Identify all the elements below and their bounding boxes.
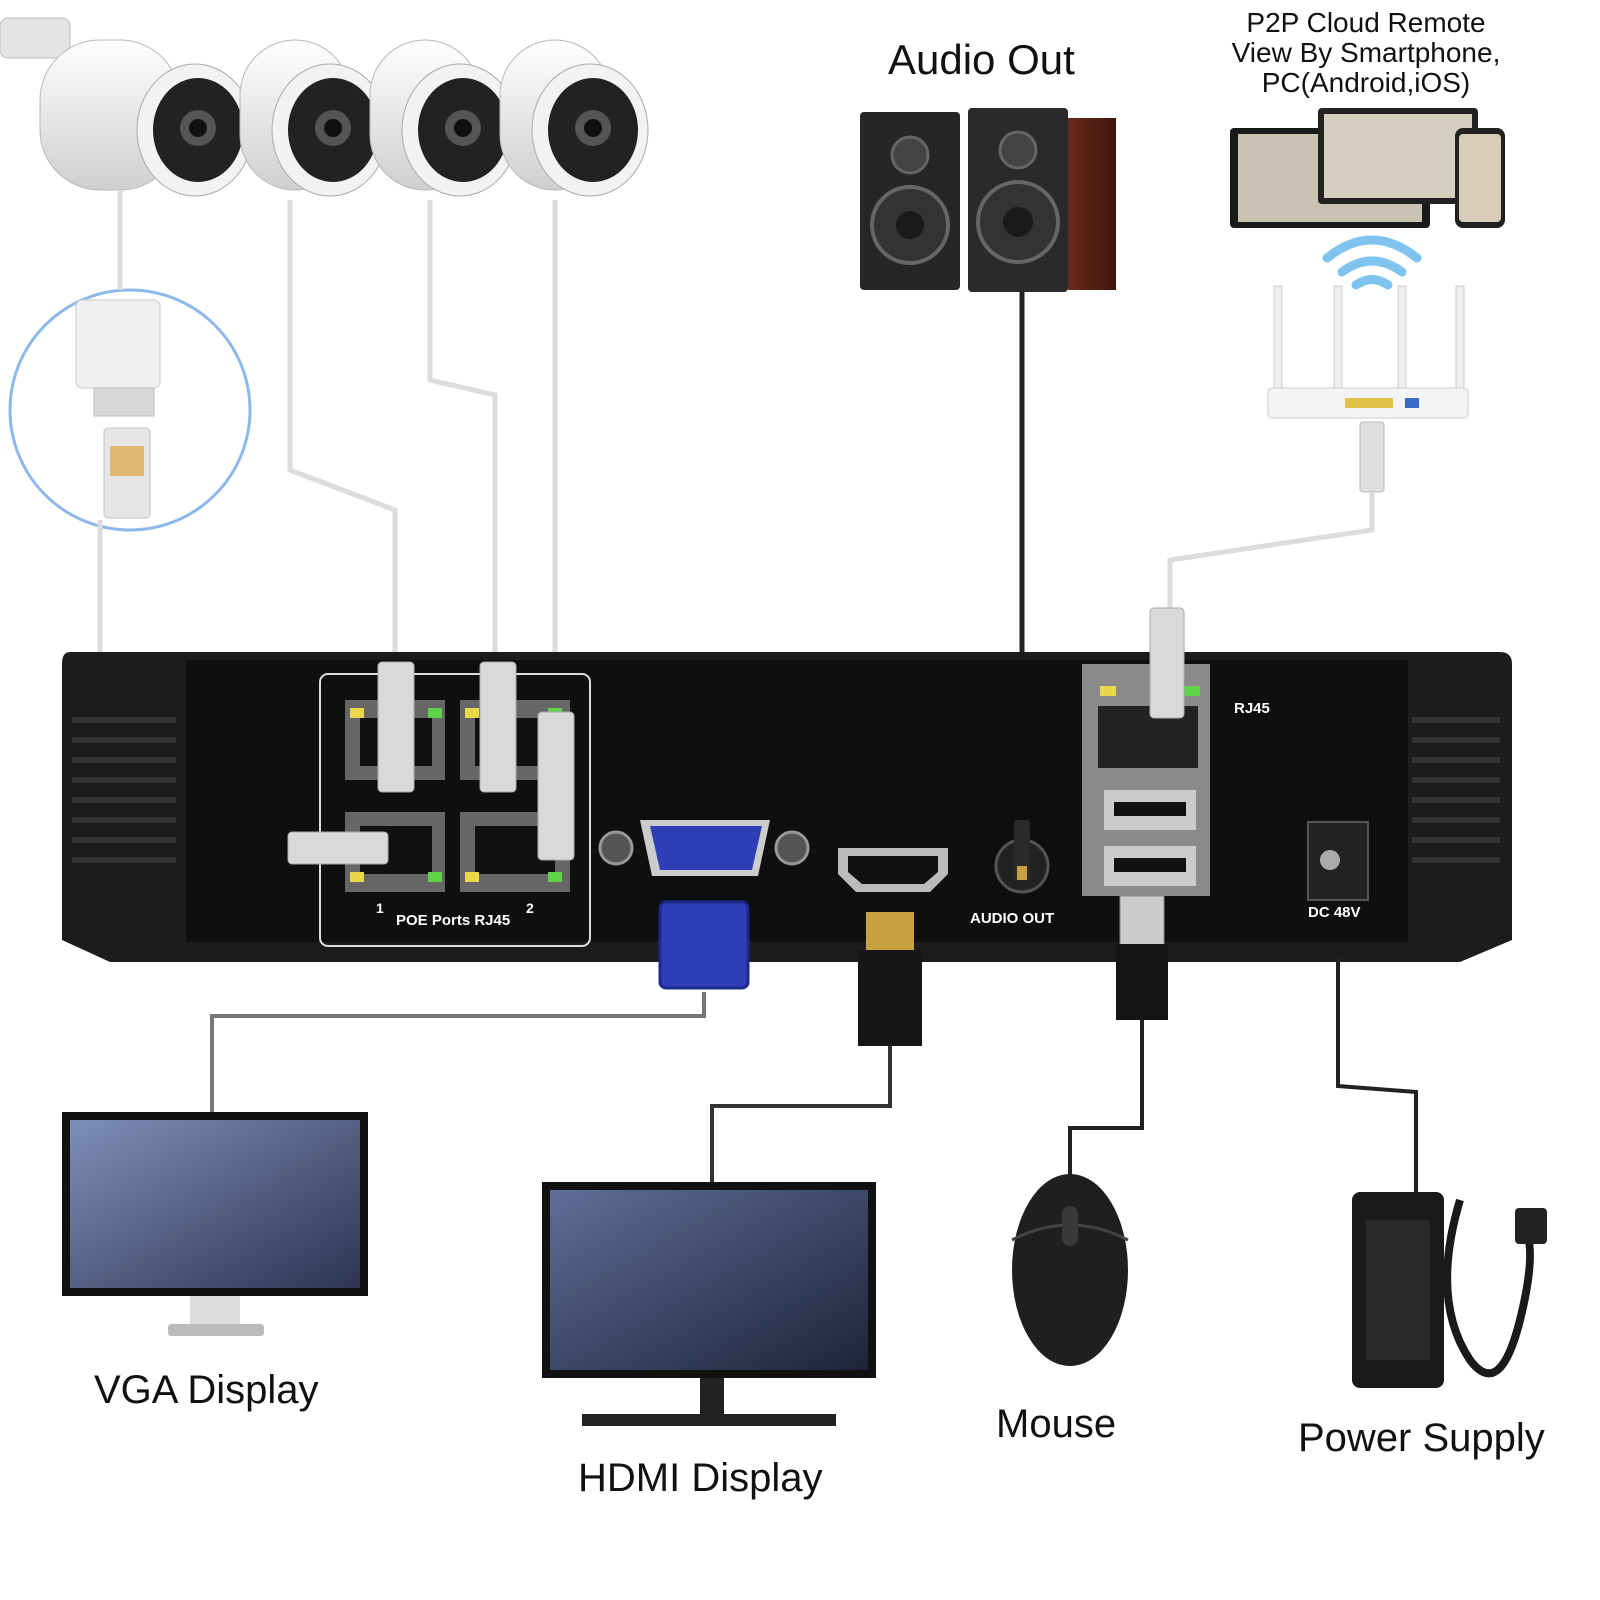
hdmi-port [838,848,948,892]
power-supply-label: Power Supply [1298,1416,1545,1460]
wifi-icon [1322,235,1422,290]
port-number-1: 1 [376,900,384,916]
audio-out-port-label: AUDIO OUT [970,910,1055,927]
camera-icon [239,39,389,197]
camera-icon [499,39,649,197]
power-adapter-icon [1352,1192,1547,1388]
audio-out-port [994,820,1050,894]
audio-out-title: Audio Out [888,36,1075,83]
dc-power-port [1307,821,1369,901]
p2p-line-1: P2P Cloud Remote [1246,7,1486,38]
camera-icon [0,17,254,197]
poe-ports-frame [319,673,591,947]
nvr-recorder [62,607,1512,962]
camera-group [0,17,649,197]
hdmi-display-label: HDMI Display [578,1456,823,1500]
speaker-icon [860,112,960,290]
vga-port [598,820,810,876]
poe-ports-label: POE Ports RJ45 [396,912,511,929]
port-number-2: 2 [526,900,534,916]
nvr-vents-right [1412,717,1500,863]
mouse-icon [1011,1174,1129,1366]
rj45-label: RJ45 [1234,700,1270,717]
vga-display-label: VGA Display [94,1368,319,1412]
rj45-zoom-inset [8,288,252,532]
router-cable [1167,421,1385,612]
monitor-icon [542,1182,876,1426]
dc-label: DC 48V [1308,904,1361,921]
network-usb-block [1082,607,1210,896]
poe-port [345,812,445,892]
nvr-vents-left [72,717,176,863]
hdmi-connector [710,912,922,1186]
p2p-caption: P2P Cloud Remote View By Smartphone, PC(… [1218,8,1514,98]
vga-connector [210,900,750,1115]
monitor-icon [62,1112,368,1336]
speaker-icon [968,108,1116,292]
mouse-label: Mouse [996,1402,1117,1446]
router-icon [1267,285,1469,419]
power-connector [1336,958,1418,1192]
remote-devices-icon [1230,108,1505,228]
usb-connector [1068,895,1168,1176]
p2p-line-3: PC(Android,iOS) [1261,67,1471,98]
p2p-line-2: View By Smartphone, [1231,37,1501,68]
rj45-plugs [287,661,575,865]
camera-icon [369,39,519,197]
